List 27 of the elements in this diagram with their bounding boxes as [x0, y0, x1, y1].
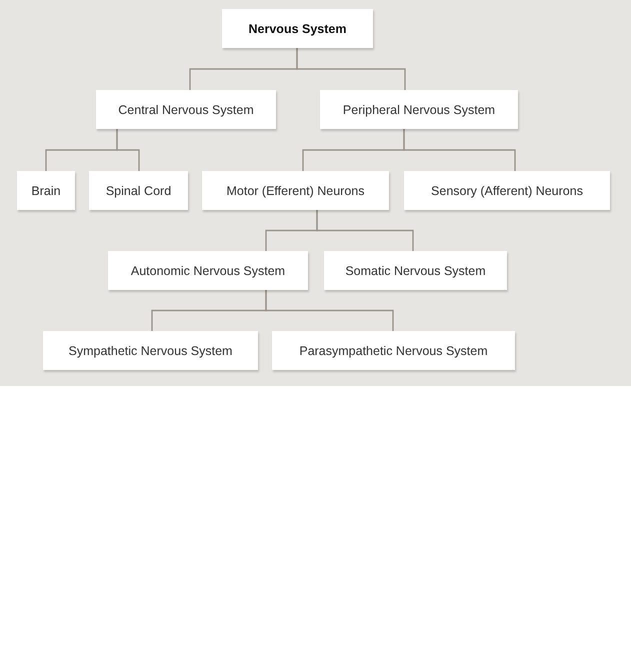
- box-label: Sympathetic Nervous System: [68, 344, 232, 358]
- category-box: [272, 331, 515, 370]
- box-label: Motor (Efferent) Neurons: [226, 184, 365, 198]
- box-label: Nervous System: [248, 22, 346, 36]
- category-box: [202, 171, 389, 210]
- category-box: [404, 171, 610, 210]
- category-box: [320, 90, 518, 129]
- box-label: Brain: [31, 184, 61, 198]
- box-label: Peripheral Nervous System: [342, 102, 496, 116]
- category-box: [17, 171, 75, 210]
- category-box: [108, 251, 308, 290]
- box-label: Somatic Nervous System: [345, 264, 486, 278]
- box-label: Parasympathetic Nervous System: [299, 344, 488, 358]
- connector-line: [403, 129, 516, 171]
- box-label: Autonomic Nervous System: [130, 264, 286, 278]
- box-label: Spinal Cord: [106, 184, 172, 198]
- box-label: Sensory (Afferent) Neurons: [431, 184, 583, 198]
- category-box: [96, 90, 276, 129]
- category-box: [324, 251, 507, 290]
- connector-line: [116, 129, 140, 171]
- connector-line: [296, 48, 406, 90]
- connector-line: [316, 210, 414, 251]
- connector-line: [265, 290, 394, 331]
- box-label: Central Nervous System: [118, 102, 254, 116]
- root-box: [222, 9, 373, 48]
- category-box: [89, 171, 188, 210]
- category-box: [43, 331, 258, 370]
